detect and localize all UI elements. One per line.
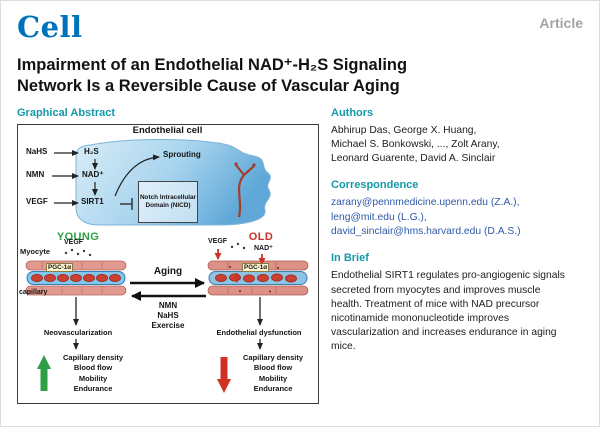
nad-old-label: NAD⁺ — [254, 244, 273, 252]
outcome-item: Endurance — [73, 384, 113, 394]
decrease-arrow-icon — [217, 356, 231, 393]
correspondence-heading: Correspondence — [331, 179, 419, 192]
h2s-label: H₂S — [84, 146, 99, 156]
vegf-dots-old — [230, 242, 246, 249]
article-title-line2: Network Is a Reversible Cause of Vascula… — [17, 76, 400, 95]
graphical-abstract-figure: Endothelial cell NaHS H₂S NMN NAD⁺ VEGF … — [17, 123, 319, 404]
vegf-young-label: VEGF — [64, 238, 84, 246]
outcomes-young-list: Capillary density Blood flow Mobility En… — [50, 353, 136, 395]
correspondence-email-link[interactable]: david_sinclair@hms.harvard.edu (D.A.S.) — [331, 225, 521, 237]
exercise-label: Exercise — [151, 320, 185, 330]
in-brief-section: In Brief Endothelial SIRT1 regulates pro… — [331, 252, 583, 354]
page-header: Cell Article — [17, 13, 583, 42]
correspondence-section: Correspondence zarany@pennmedicine.upenn… — [331, 179, 583, 239]
authors-line: Abhirup Das, George X. Huang, — [331, 124, 477, 136]
outcome-item: Blood flow — [73, 363, 113, 373]
nahs-label: NaHS — [26, 146, 48, 156]
outcome-item: Endurance — [253, 384, 293, 394]
info-column: Authors Abhirup Das, George X. Huang, Mi… — [331, 107, 583, 404]
endothelial-dysfunction-label: Endothelial dysfunction — [216, 327, 302, 337]
article-type-label: Article — [539, 15, 583, 31]
sprouting-vessel-icon — [235, 163, 255, 217]
authors-heading: Authors — [331, 106, 374, 119]
myocyte-label: Myocyte — [20, 246, 51, 256]
outcome-item: Mobility — [258, 373, 288, 383]
nmn-label: NMN — [26, 169, 45, 179]
sprouting-label: Sprouting — [163, 149, 201, 159]
nmn-reversal-label: NMN — [158, 300, 178, 310]
nahs-reversal-label: NaHS — [157, 310, 179, 320]
outcome-item: Capillary density — [62, 352, 124, 362]
pgc1a-young-label: PGC-1α — [46, 262, 74, 272]
outcome-item: Blood flow — [253, 363, 293, 373]
article-title: Impairment of an Endothelial NAD⁺-H₂S Si… — [17, 55, 583, 97]
vegf-dots-young — [64, 248, 92, 256]
correspondence-email-link[interactable]: leng@mit.edu (L.G.), — [331, 211, 427, 223]
nicd-box: Notch Intracellular Domain (NICD) — [138, 180, 198, 223]
sirt1-label: SIRT1 — [81, 196, 104, 206]
authors-names: Abhirup Das, George X. Huang, Michael S.… — [331, 124, 583, 167]
pgc1a-old-label: PGC-1α — [242, 262, 270, 272]
capillary-label: capillary — [19, 288, 48, 296]
outcomes-old-list: Capillary density Blood flow Mobility En… — [230, 353, 316, 395]
authors-line: Michael S. Bonkowski, ..., Zolt Arany, — [331, 138, 500, 150]
article-title-line1: Impairment of an Endothelial NAD⁺-H₂S Si… — [17, 56, 408, 74]
authors-section: Authors Abhirup Das, George X. Huang, Mi… — [331, 107, 583, 167]
correspondence-email-link[interactable]: zarany@pennmedicine.upenn.edu (Z.A.), — [331, 197, 520, 209]
outcome-item: Capillary density — [242, 352, 304, 362]
in-brief-text: Endothelial SIRT1 regulates pro-angiogen… — [331, 270, 565, 353]
increase-arrow-icon — [37, 354, 51, 391]
endothelial-cell-label: Endothelial cell — [132, 124, 203, 136]
young-label: YOUNG — [56, 230, 100, 243]
vegf-label: VEGF — [26, 196, 48, 206]
nad-label: NAD⁺ — [82, 169, 104, 179]
in-brief-heading: In Brief — [331, 252, 369, 265]
authors-line: Leonard Guarente, David A. Sinclair — [331, 152, 496, 164]
vegf-old-label: VEGF — [208, 237, 228, 245]
page-content: Graphical Abstract — [17, 107, 583, 404]
aging-label: Aging — [153, 265, 183, 277]
old-label: OLD — [248, 230, 274, 243]
graphical-abstract-heading: Graphical Abstract — [17, 106, 116, 119]
journal-logo: Cell — [17, 10, 83, 44]
graphical-abstract-column: Graphical Abstract — [17, 107, 319, 404]
neovascularization-label: Neovascularization — [43, 327, 113, 337]
outcome-item: Mobility — [78, 373, 108, 383]
